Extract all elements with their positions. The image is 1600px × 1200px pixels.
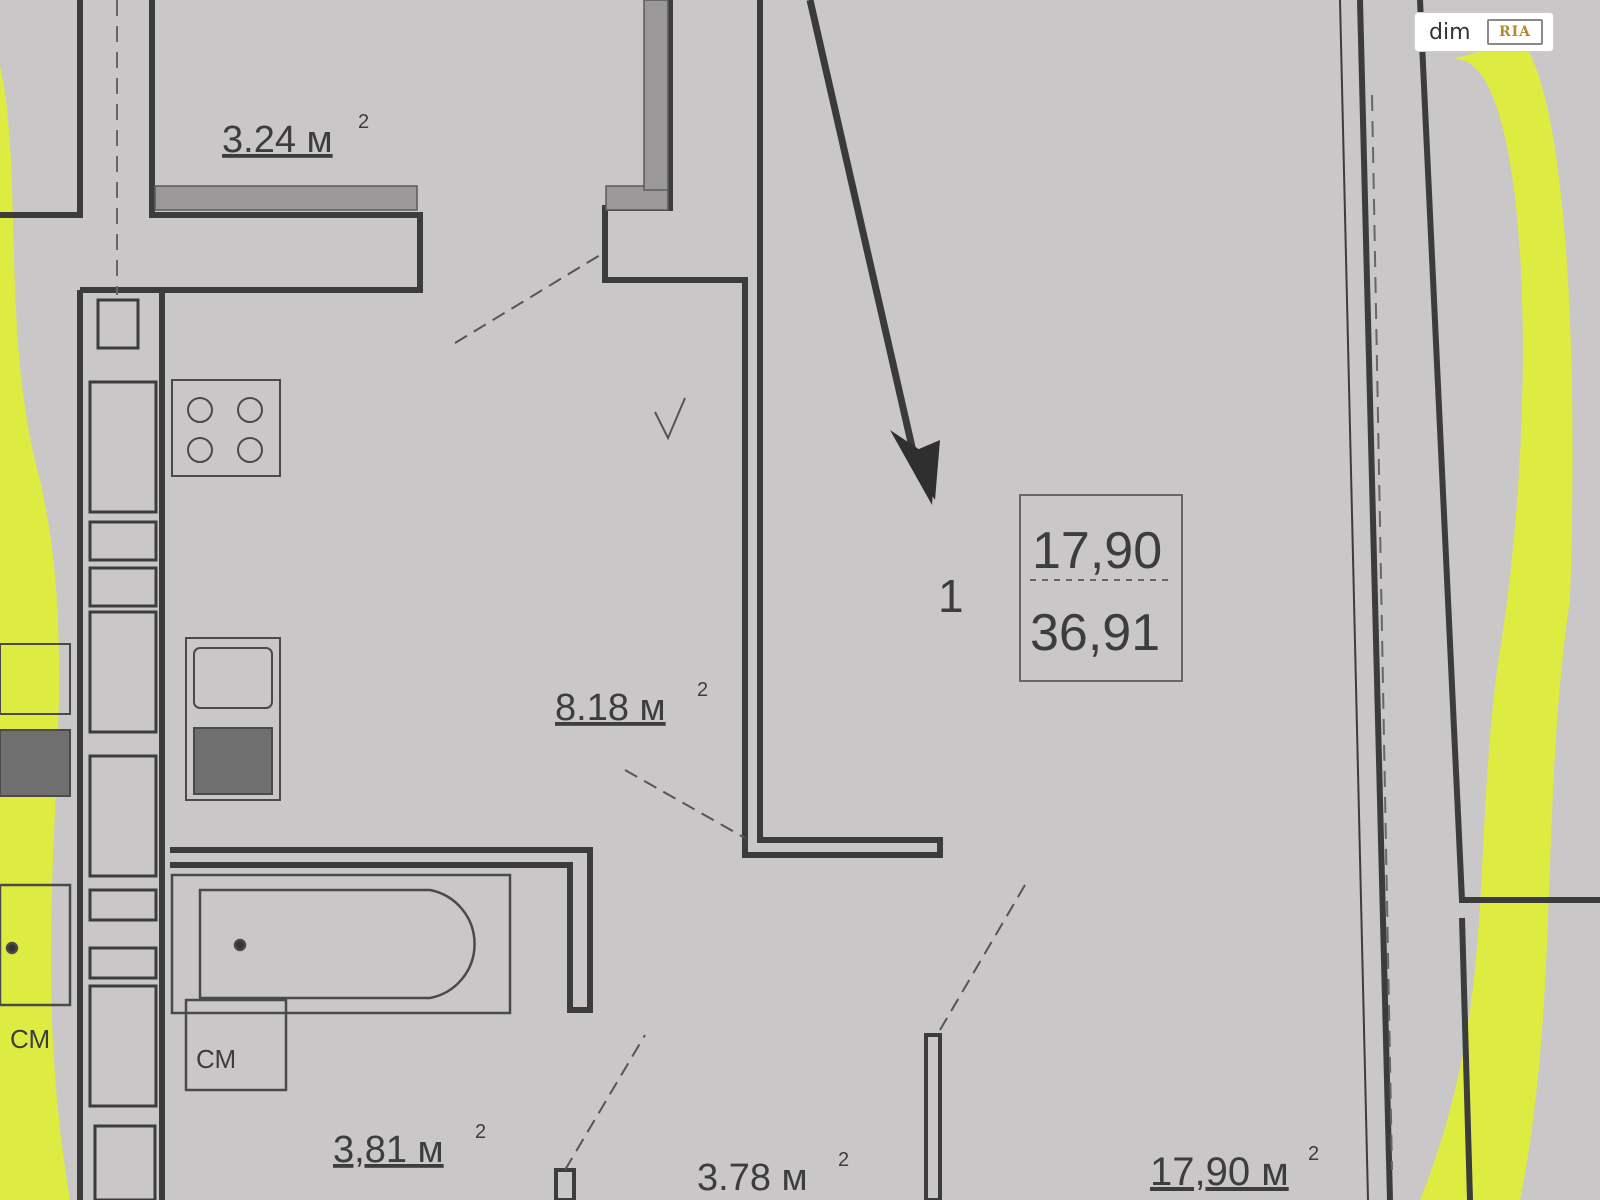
watermark-logo: dim RIA [1414,12,1554,52]
total-area-value: 36,91 [1030,604,1160,662]
washer-label: СМ [196,1044,236,1074]
washer-label-left: СМ [10,1024,50,1054]
hall-area-sup: 2 [697,679,708,701]
highlight-left [0,66,70,1200]
storage-area-label: 3.24 м [222,119,333,161]
bathroom-area-label: 3,81 м [333,1129,444,1171]
highlight-right [1420,40,1573,1200]
check-mark [654,397,686,441]
bathtub [0,873,512,1092]
dimension-lines [116,0,1393,1171]
apartment-number: 1 [938,570,964,622]
watermark-badge: RIA [1487,19,1543,45]
door-swings [454,254,1026,1171]
kitchen-fixtures [0,379,281,801]
corridor-area-label: 3.78 м [697,1157,808,1199]
bathroom-area-sup: 2 [475,1121,486,1143]
hall-area-label: 8.18 м [555,687,666,729]
living-area-value: 17,90 [1032,522,1162,580]
living-room-area-label: 17,90 м [1150,1150,1289,1194]
apartment-info-box [1019,494,1183,682]
duct-column [88,298,158,1200]
storage-area-sup: 2 [358,111,369,133]
hatched-walls [154,0,669,211]
corridor-area-sup: 2 [838,1149,849,1171]
watermark-text: dim [1429,19,1471,45]
arrow-icon [806,0,940,505]
living-room-area-sup: 2 [1308,1143,1319,1165]
